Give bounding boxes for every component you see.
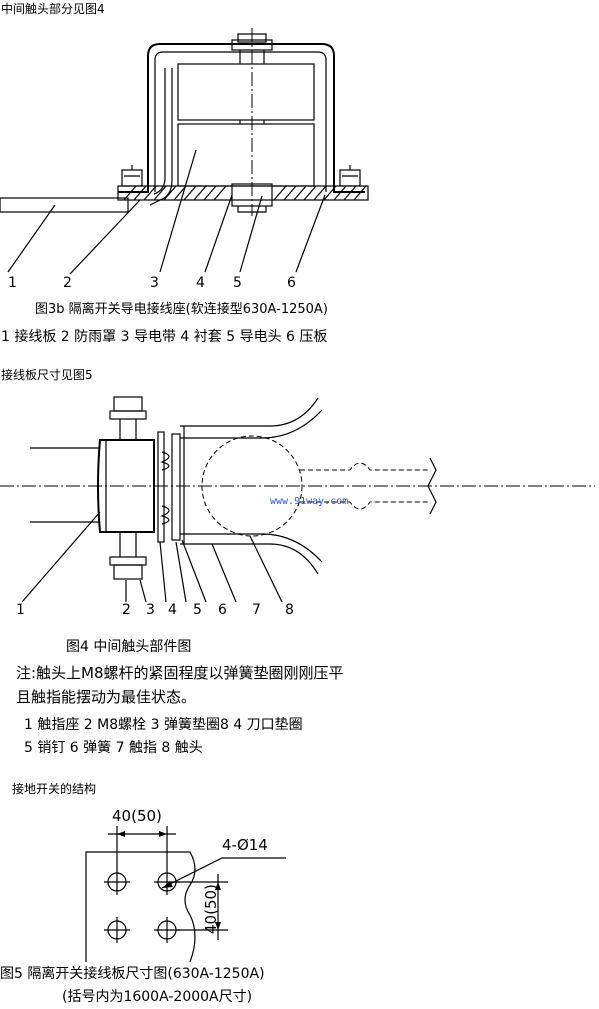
fig3-caption: 图3b 隔离开关导电接线座(软连接型630A-1250A) (35, 302, 328, 317)
fig4-caption: 图4 中间触头部件图 (66, 639, 192, 655)
fig4-callout-2: 2 (122, 602, 131, 618)
fig5-dim-holes: 4-Ø14 (222, 836, 268, 854)
fig4-callout-4: 4 (168, 602, 177, 618)
watermark: www.91way.com (270, 496, 349, 507)
fig3-callout-6: 6 (287, 275, 296, 291)
fig5-dim-vertical: 40(50) (202, 884, 220, 934)
fig4-note-line-2: 且触指能摆动为最佳状态。 (16, 688, 197, 706)
fig4-parts-legend-line-2: 5 销钉 6 弹簧 7 触指 8 触头 (24, 740, 203, 756)
fig5-subcaption: (括号内为1600A-2000A尺寸) (62, 989, 253, 1005)
fig5-caption: 图5 隔离开关接线板尺寸图(630A-1250A) (0, 966, 265, 982)
fig4-middle-contact-drawing (0, 396, 595, 603)
fig3-base-hatch (123, 185, 367, 201)
fig4-callout-7: 7 (252, 602, 261, 618)
fig5-header-note: 接地开关的结构 (12, 782, 97, 796)
fig5-terminal-plate-drawing (85, 826, 286, 963)
fig3-callout-1: 1 (8, 275, 17, 291)
fig5-dim-horizontal: 40(50) (112, 807, 162, 825)
fig4-parts-legend-line-1: 1 触指座 2 M8螺栓 3 弹簧垫圈8 4 刀口垫圈 (24, 717, 303, 733)
fig3-callout-2: 2 (63, 275, 72, 291)
fig3-parts-legend: 1 接线板 2 防雨罩 3 导电带 4 衬套 5 导电头 6 压板 (1, 329, 328, 345)
fig3-header-note: 中间触头部分见图4 (1, 2, 105, 16)
fig4-header-note: 接线板尺寸见图5 (1, 368, 93, 382)
fig4-callout-6: 6 (218, 602, 227, 618)
fig4-callout-3: 3 (146, 602, 155, 618)
fig3-terminal-base-drawing (0, 28, 369, 275)
fig4-callout-8: 8 (285, 602, 294, 618)
fig3-callout-5: 5 (233, 275, 242, 291)
fig4-note-line-1: 注:触头上M8螺杆的紧固程度以弹簧垫圈刚刚压平 (16, 664, 344, 682)
fig4-callout-5: 5 (193, 602, 202, 618)
fig3-callout-3: 3 (150, 275, 159, 291)
fig3-callout-4: 4 (196, 275, 205, 291)
fig4-callout-1: 1 (16, 602, 25, 618)
